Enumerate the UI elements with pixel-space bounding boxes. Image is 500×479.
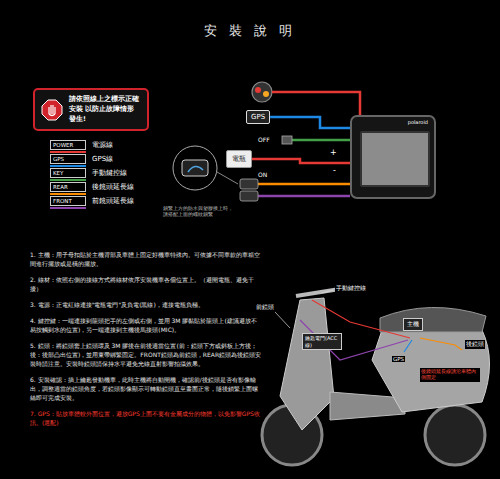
part-label: 鑰匙電門(ACC線) [302,333,342,350]
main-unit-text: polaroid [354,119,432,125]
instruction-text: 5. 鏡頭：將鏡頭套上鏡頭環及 3M 膠後在前後適當位置(前：鏡頭下方或斜板上方… [30,341,262,368]
key-switch-body [252,82,272,102]
rear-wire [258,183,350,186]
legend-swatch [50,151,86,153]
legend-swatch [50,207,86,209]
part-label: ON [258,171,267,178]
legend-row: FRONT [50,196,86,209]
legend-label: FRONT [50,196,86,206]
wire-name: 電源線 [92,140,113,150]
instruction-text: 4. 鍵控鍵：一端連接到龍頭把手的左側或右側，並用 3M 膠黏貼於龍頭上(建議避… [30,316,262,334]
gps-module-text: GPS [251,113,265,121]
front-wire [258,195,350,198]
legend-row: GPS [50,154,86,167]
wire-plug [240,191,258,201]
legend-swatch [50,193,86,195]
part-label: GPS [392,356,405,362]
leader-line [275,312,290,328]
title-wrap: 安 裝 說 明 [0,20,500,40]
part-label: + [330,148,337,157]
part-label: 主機 [403,318,423,331]
legend-row: REAR [50,182,86,195]
legend-row: POWER [50,140,86,153]
part-label: 後鏡頭 [465,340,485,349]
key-dot-red [255,87,261,93]
wire-name: GPS線 [92,154,113,164]
rear-body [372,330,490,412]
warning-box: 請依照線上之標示正確安裝 以防止故障情形發生! [33,88,149,131]
part-label: 鎖緊上方的防水與塑膠接上時，請搭配上面的螺紋鎖緊 [163,206,235,219]
page-title: 安 裝 說 明 [204,22,296,40]
wire-name: 手動鍵控線 [92,168,127,178]
wire-plug [282,136,292,144]
instruction-text: 6. 安裝確認：插上鑰匙發動機車，此時主機將自動開機，確認前/後鏡頭是否有影像輸… [30,375,262,402]
gps-module: GPS [246,110,270,124]
part-label: - [333,166,336,175]
legend-swatch [50,179,86,181]
stop-octagon [42,100,62,120]
stop-icon [41,99,63,121]
wire-run-orange [420,338,462,350]
instruction-list: 1. 主機：用子母扣貼於主機背部及車體上固定好機車特殊內。可依據不同車款的車箱空… [30,250,262,434]
instruction-text: 2. 線材：依照右側的接線方式將線材依序安裝機車各個位置上。（避開電瓶、避免干擾… [30,275,262,293]
instruction-text: 3. 電源：正電紅線連接"電瓶電門"及負電(黑線)，連接電瓶負極。 [30,300,262,309]
key-dot-yellow [263,91,269,97]
front-apron [280,298,334,430]
wire-plug [240,179,258,189]
scooter [262,288,490,465]
rear-wheel [425,405,485,465]
legend-label: KEY [50,168,86,178]
key-switch [252,82,272,102]
wire-connector [252,159,350,163]
legend-row: KEY [50,168,86,181]
legend-swatch [50,165,86,167]
detail-leader [217,172,238,184]
twist-arrow [188,166,203,172]
legend-label: POWER [50,140,86,150]
leader-line [322,290,333,293]
legend-label: GPS [50,154,86,164]
key-wire [272,92,360,115]
warning-box-text: 請依照線上之標示正確安裝 以防止故障情形發生! [69,95,141,124]
wire-run-blue [404,340,412,352]
legend-label: REAR [50,182,86,192]
wire-connector [270,117,350,128]
wire-name: 後鏡頭延長線 [92,182,134,192]
main-unit: polaroid [350,115,436,199]
screen [360,131,430,187]
part-label: OFF [258,136,270,143]
part-label: 手動鍵控線 [335,284,367,293]
battery-switch-text: 電瓶 [232,154,246,164]
hand-symbol [49,105,55,116]
seat [380,307,486,332]
instruction-text: 1. 主機：用子母扣貼於主機背部及車體上固定好機車特殊內。可依據不同車款的車箱空… [30,250,262,268]
part-label: 前鏡頭 [255,303,275,312]
wire-run-purple [300,320,408,360]
instruction-text: 7. GPS：貼放車體較外面位置，避放GPS上面不要有金屬成分的物體，以免影響G… [30,409,262,427]
connector-body [182,160,208,176]
part-label: 後鏡頭延長線請沿車體內側固定 [420,368,480,382]
wire-name: 前鏡頭延長線 [92,196,134,206]
detail-circle [173,146,217,190]
battery-switch: 電瓶 [226,150,252,168]
manual-key-wire [292,139,350,142]
